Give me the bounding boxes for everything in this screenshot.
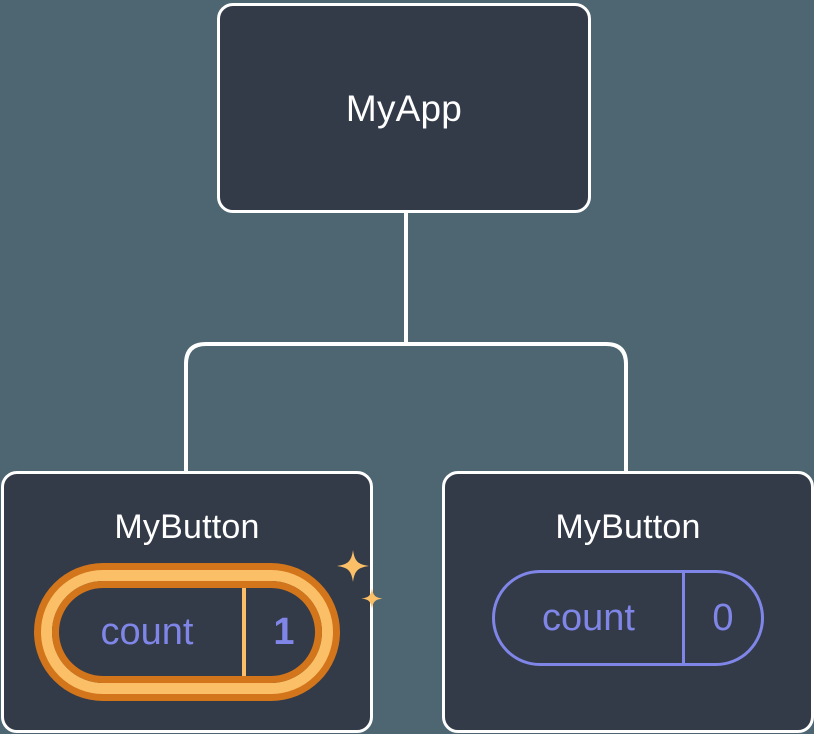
state-pill-right[interactable]: count 0 <box>492 570 764 666</box>
sparkle-large-icon <box>337 550 369 582</box>
state-pill-left[interactable]: count 1 <box>41 570 333 694</box>
state-pill-wrap-left: count 1 <box>41 550 383 694</box>
node-mybutton-left[interactable]: MyButton count 1 <box>1 471 383 733</box>
sparkle-group <box>337 550 383 609</box>
state-key-right: count <box>542 597 635 639</box>
state-value-right: 0 <box>682 573 761 663</box>
state-value-left: 1 <box>242 581 322 683</box>
state-pill-wrap-right: count 0 <box>492 570 764 666</box>
connector-branch-bus <box>184 342 628 472</box>
state-key-left: count <box>100 611 194 653</box>
node-mybutton-left-label: MyButton <box>114 508 260 546</box>
sparkle-small-icon <box>361 588 383 609</box>
node-myapp-label: MyApp <box>345 87 463 129</box>
node-mybutton-right[interactable]: MyButton count 0 <box>442 471 814 733</box>
node-myapp[interactable]: MyApp <box>217 3 591 213</box>
node-mybutton-right-label: MyButton <box>555 508 701 546</box>
